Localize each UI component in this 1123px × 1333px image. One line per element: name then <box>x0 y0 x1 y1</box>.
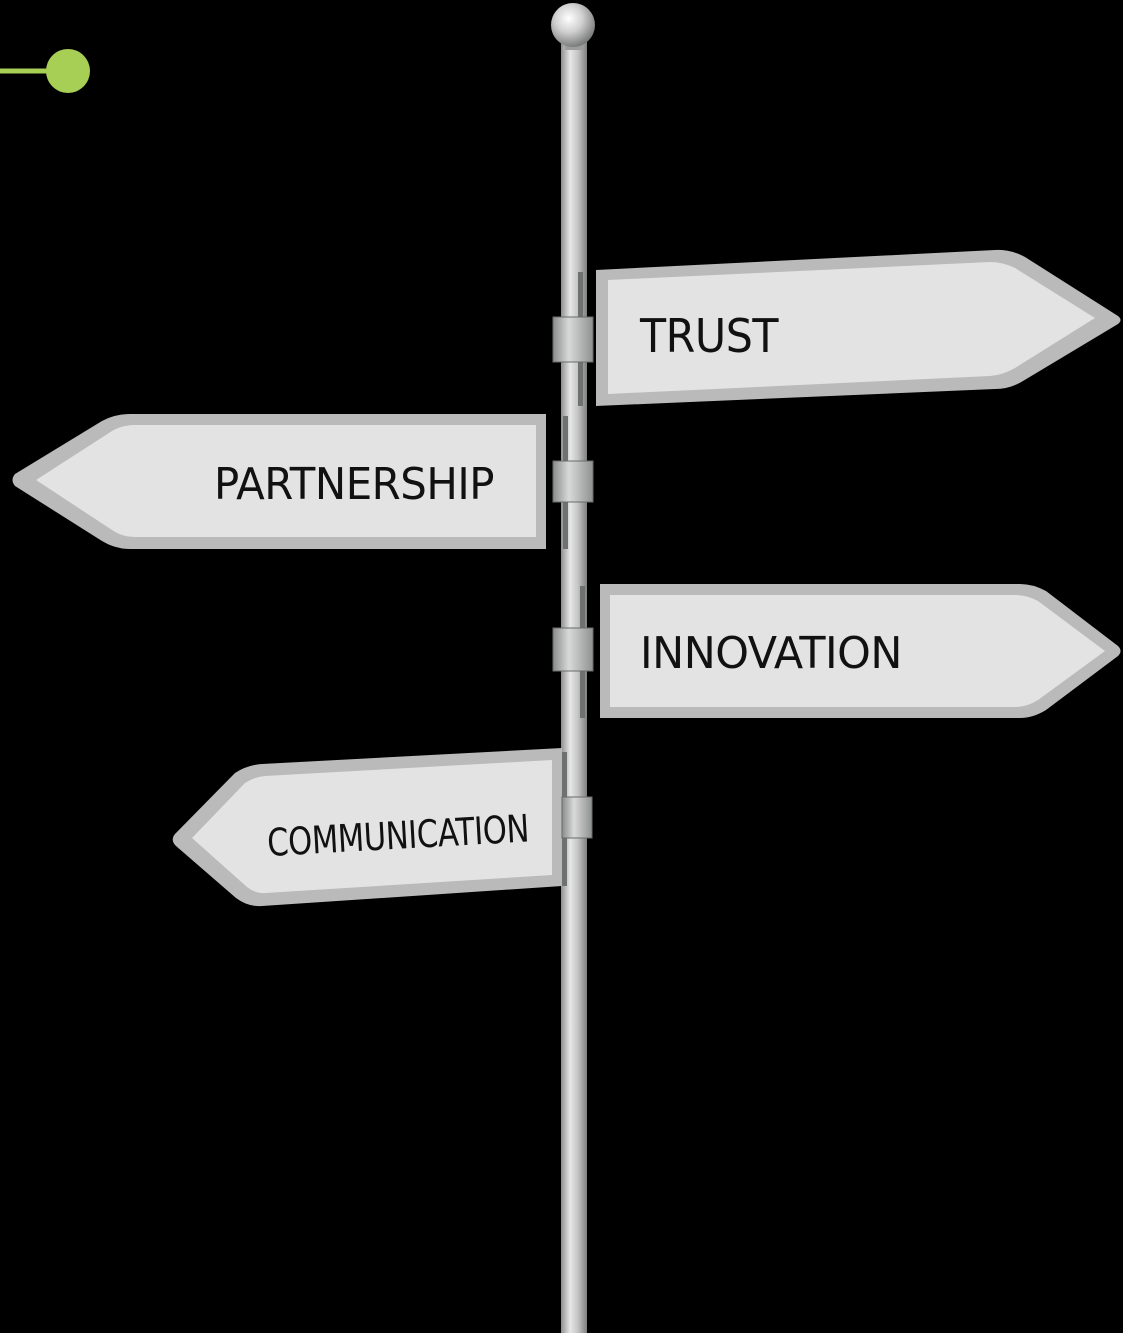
sign-communication-face <box>192 760 552 894</box>
sign-innovation-label: INNOVATION <box>640 628 902 679</box>
sign-partnership-label: PARTNERSHIP <box>214 459 494 510</box>
sign-trust-label: TRUST <box>639 309 779 363</box>
sign-innovation-face <box>610 595 1105 707</box>
sign-innovation: INNOVATION <box>600 584 1121 718</box>
sign-partnership-face <box>36 425 536 537</box>
sign-partnership: PARTNERSHIP <box>12 414 546 549</box>
bracket-clamp-communication <box>561 796 593 839</box>
sign-trust: TRUST <box>596 249 1121 406</box>
sign-brackets <box>552 272 594 886</box>
bracket-clamp-partnership <box>552 460 594 503</box>
accent-dot <box>46 49 90 93</box>
sign-communication: COMMUNICATION <box>172 748 562 907</box>
bracket-clamp-trust <box>552 316 594 363</box>
bracket-clamp-innovation <box>552 627 594 672</box>
accent-connector <box>0 49 90 93</box>
sign-trust-face <box>608 262 1095 394</box>
pole-top-knob <box>551 3 595 47</box>
